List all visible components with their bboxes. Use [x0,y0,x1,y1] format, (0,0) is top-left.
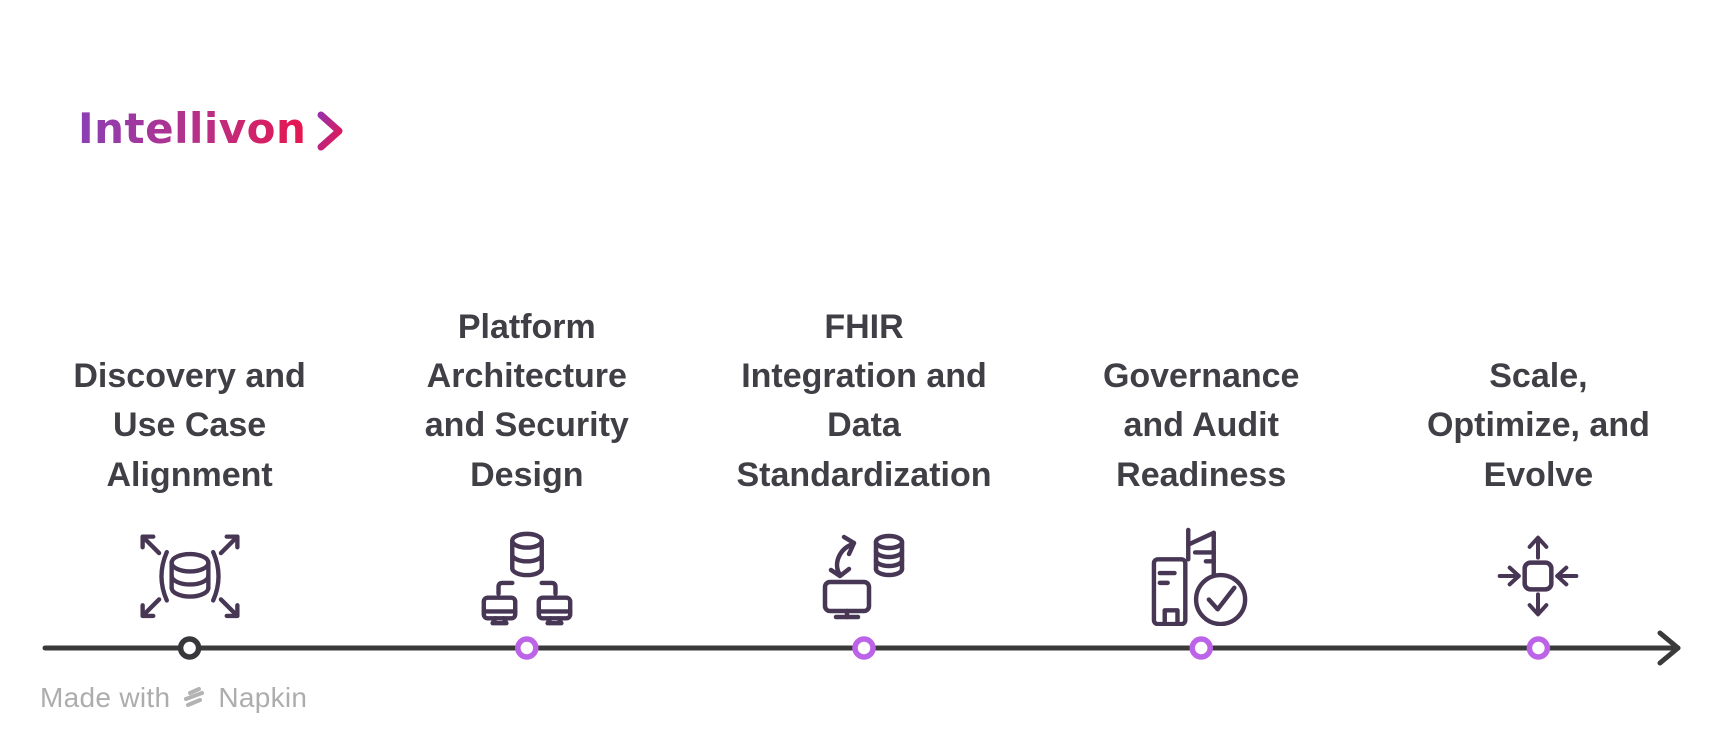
step-title: Scale, Optimize, and Evolve [1426,357,1650,494]
timeline-axis [42,630,1681,666]
timeline-dot-1 [177,636,202,660]
step-governance: Governance and Audit Readiness [1033,295,1370,638]
step-title: FHIR Integration and Data Standardizatio… [736,307,992,494]
timeline-dot-3 [852,636,876,660]
process-steps-row: Discovery and Use Case Alignment Plat [21,295,1707,638]
step-scale: Scale, Optimize, and Evolve [1370,295,1707,638]
credit-brand: Napkin [218,682,308,713]
napkin-logo-icon [184,687,205,707]
expand-arrows-icon [1483,514,1593,638]
arrowhead-right-icon [1657,630,1681,666]
building-check-icon [1151,514,1251,638]
timeline-dot-4 [1189,636,1213,660]
brand-logo-text: Intellivon [78,104,307,153]
step-fhir-integration: FHIR Integration and Data Standardizatio… [695,295,1032,638]
timeline-dot-5 [1526,636,1551,660]
database-sync-monitor-icon [809,514,919,638]
step-architecture: Platform Architecture and Security Desig… [358,295,695,638]
step-title: Governance and Audit Readiness [1102,357,1300,494]
database-network-icon [473,514,581,638]
step-title: Platform Architecture and Security Desig… [424,307,629,494]
timeline-dot-2 [515,636,539,660]
made-with-napkin-credit: Made with Napkin [40,682,307,714]
database-scale-out-icon [132,514,248,638]
brand-logo: Intellivon [78,104,345,153]
step-discovery: Discovery and Use Case Alignment [21,295,358,638]
step-title: Discovery and Use Case Alignment [73,357,306,494]
chevron-right-icon [317,111,343,150]
credit-prefix: Made with [40,682,171,713]
